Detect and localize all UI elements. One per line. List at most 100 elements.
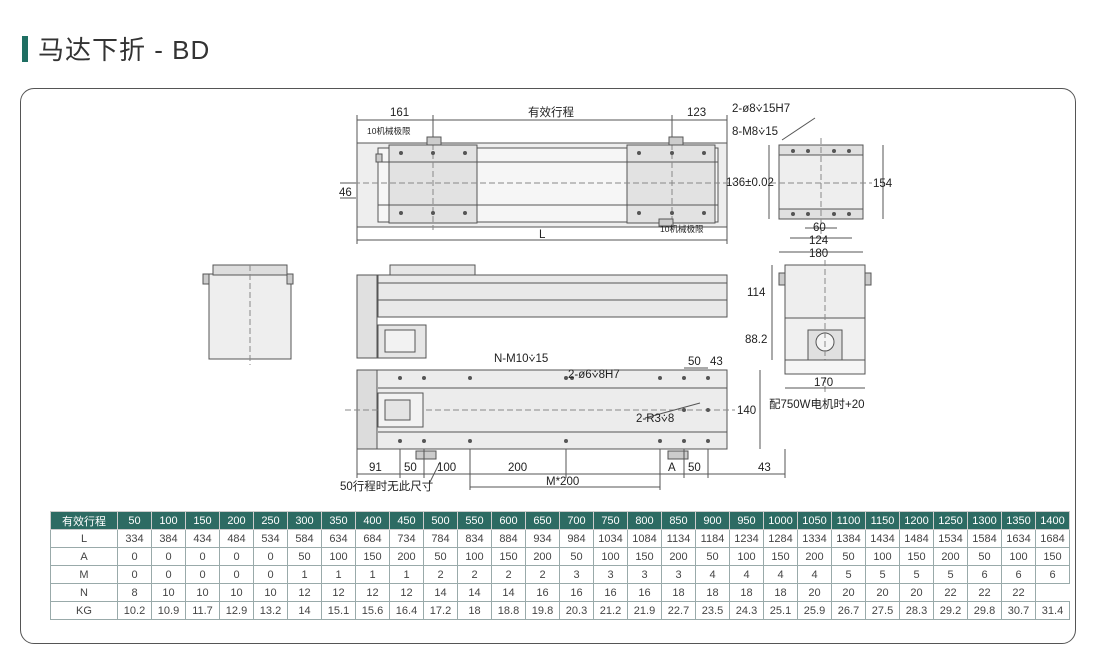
table-cell: 18 xyxy=(763,583,798,602)
table-cell: 1284 xyxy=(763,529,798,548)
table-cell: 50 xyxy=(967,547,1002,566)
table-cell: 300 xyxy=(287,511,322,530)
dim-43-br: 43 xyxy=(758,462,771,474)
table-cell: 1000 xyxy=(763,511,798,530)
dim-136: 136±0.02 xyxy=(726,177,774,189)
table-cell: 3 xyxy=(593,565,628,584)
table-cell: 150 xyxy=(763,547,798,566)
top-view xyxy=(340,115,735,244)
table-cell: 14 xyxy=(423,583,458,602)
table-row-header: L xyxy=(50,529,118,548)
table-row-header: KG xyxy=(50,601,118,620)
dim-A: A xyxy=(668,462,676,474)
table-cell: 384 xyxy=(151,529,186,548)
table-cell: 15.6 xyxy=(355,601,390,620)
table-cell: 12 xyxy=(389,583,424,602)
table-cell: 0 xyxy=(117,565,152,584)
table-cell: 3 xyxy=(661,565,696,584)
table-cell: 11.7 xyxy=(185,601,220,620)
table-cell: 1234 xyxy=(729,529,764,548)
end-view-top xyxy=(768,117,884,253)
table-cell: 1350 xyxy=(1001,511,1036,530)
table-cell: 10 xyxy=(185,583,220,602)
dim-91: 91 xyxy=(369,462,382,474)
dim-50-bl: 50 xyxy=(404,462,417,474)
pin-holes-label: 2-ø8⩒15H7 xyxy=(732,103,790,115)
table-cell: 2 xyxy=(491,565,526,584)
table-cell: 150 xyxy=(185,511,220,530)
motor-750w-note: 配750W电机时+20 xyxy=(769,397,865,411)
table-cell: 0 xyxy=(117,547,152,566)
table-cell: 4 xyxy=(763,565,798,584)
table-cell: 1184 xyxy=(695,529,730,548)
table-cell: 12 xyxy=(355,583,390,602)
table-cell: 14 xyxy=(491,583,526,602)
table-cell: 15.1 xyxy=(321,601,356,620)
bottom-view xyxy=(345,367,786,490)
dim-200: 200 xyxy=(508,462,527,474)
table-cell: 22 xyxy=(933,583,968,602)
table-cell: 834 xyxy=(457,529,492,548)
table-cell: 0 xyxy=(253,565,288,584)
table-cell: 1200 xyxy=(899,511,934,530)
table-cell: 20 xyxy=(797,583,832,602)
table-cell: 16 xyxy=(627,583,662,602)
table-cell: 100 xyxy=(151,511,186,530)
table-cell: 4 xyxy=(729,565,764,584)
tap-holes-label: 8-M8⩒15 xyxy=(732,126,778,138)
table-cell: 50 xyxy=(831,547,866,566)
table-cell: 2 xyxy=(525,565,560,584)
table-cell: 2 xyxy=(457,565,492,584)
table-cell: 29.2 xyxy=(933,601,968,620)
table-cell: 29.8 xyxy=(967,601,1002,620)
table-cell: 950 xyxy=(729,511,764,530)
mech-limit-right: 10机械极限 xyxy=(660,224,704,234)
table-cell: 4 xyxy=(797,565,832,584)
table-cell: 5 xyxy=(831,565,866,584)
table-cell: 50 xyxy=(423,547,458,566)
table-cell: 16.4 xyxy=(389,601,424,620)
table-cell: 684 xyxy=(355,529,390,548)
table-cell: 334 xyxy=(117,529,152,548)
table-cell: 22 xyxy=(1001,583,1036,602)
table-cell: 21.9 xyxy=(627,601,662,620)
table-cell: 700 xyxy=(559,511,594,530)
dim-46: 46 xyxy=(339,187,352,199)
table-cell: 0 xyxy=(253,547,288,566)
table-cell: 100 xyxy=(321,547,356,566)
table-cell: 1 xyxy=(355,565,390,584)
table-cell: 934 xyxy=(525,529,560,548)
table-cell: 20 xyxy=(831,583,866,602)
table-cell: 200 xyxy=(389,547,424,566)
table-cell: 0 xyxy=(185,565,220,584)
page-title: 马达下折 - BD xyxy=(38,35,211,65)
motor-end-view xyxy=(771,260,872,395)
table-cell: 1484 xyxy=(899,529,934,548)
table-cell: 800 xyxy=(627,511,662,530)
table-cell: 200 xyxy=(525,547,560,566)
table-cell: 1084 xyxy=(627,529,662,548)
table-cell: 150 xyxy=(491,547,526,566)
table-cell: 750 xyxy=(593,511,628,530)
table-cell: 250 xyxy=(253,511,288,530)
table-cell: 23.5 xyxy=(695,601,730,620)
table-cell: 3 xyxy=(559,565,594,584)
dim-43-top: 43 xyxy=(710,356,723,368)
table-cell: 5 xyxy=(899,565,934,584)
table-row-header: N xyxy=(50,583,118,602)
table-cell: 0 xyxy=(185,547,220,566)
table-cell: 1134 xyxy=(661,529,696,548)
title-accent-bar xyxy=(22,36,28,62)
mech-limit-left: 10机械极限 xyxy=(367,126,411,136)
table-cell: 12.9 xyxy=(219,601,254,620)
table-cell: 6 xyxy=(1035,565,1070,584)
table-cell: 100 xyxy=(1001,547,1036,566)
drawing-frame xyxy=(20,88,1076,644)
table-cell: 1584 xyxy=(967,529,1002,548)
table-cell: 1684 xyxy=(1035,529,1070,548)
table-cell: 1534 xyxy=(933,529,968,548)
table-cell: 18.8 xyxy=(491,601,526,620)
dim-123: 123 xyxy=(687,107,706,119)
